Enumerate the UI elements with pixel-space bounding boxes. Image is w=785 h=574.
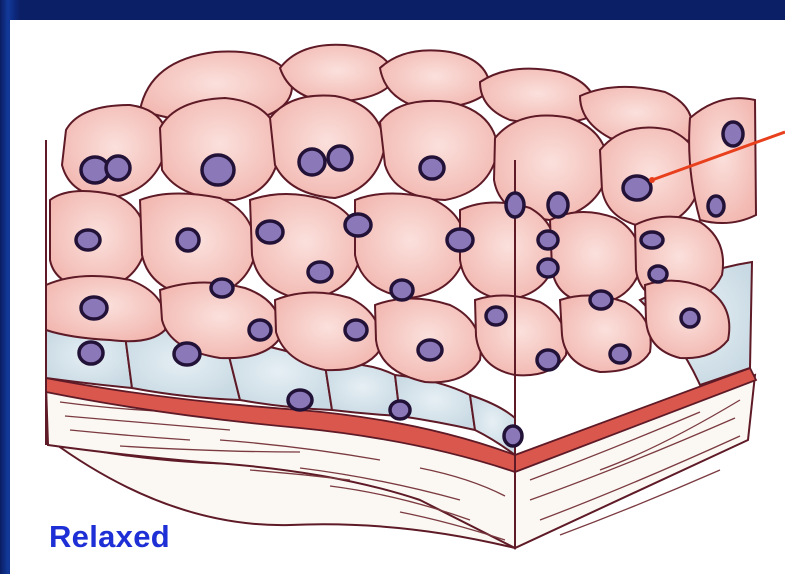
connective-tissue-side-face (515, 375, 755, 548)
caption-label: Relaxed (49, 519, 170, 555)
superficial-cell-layer (46, 45, 756, 383)
